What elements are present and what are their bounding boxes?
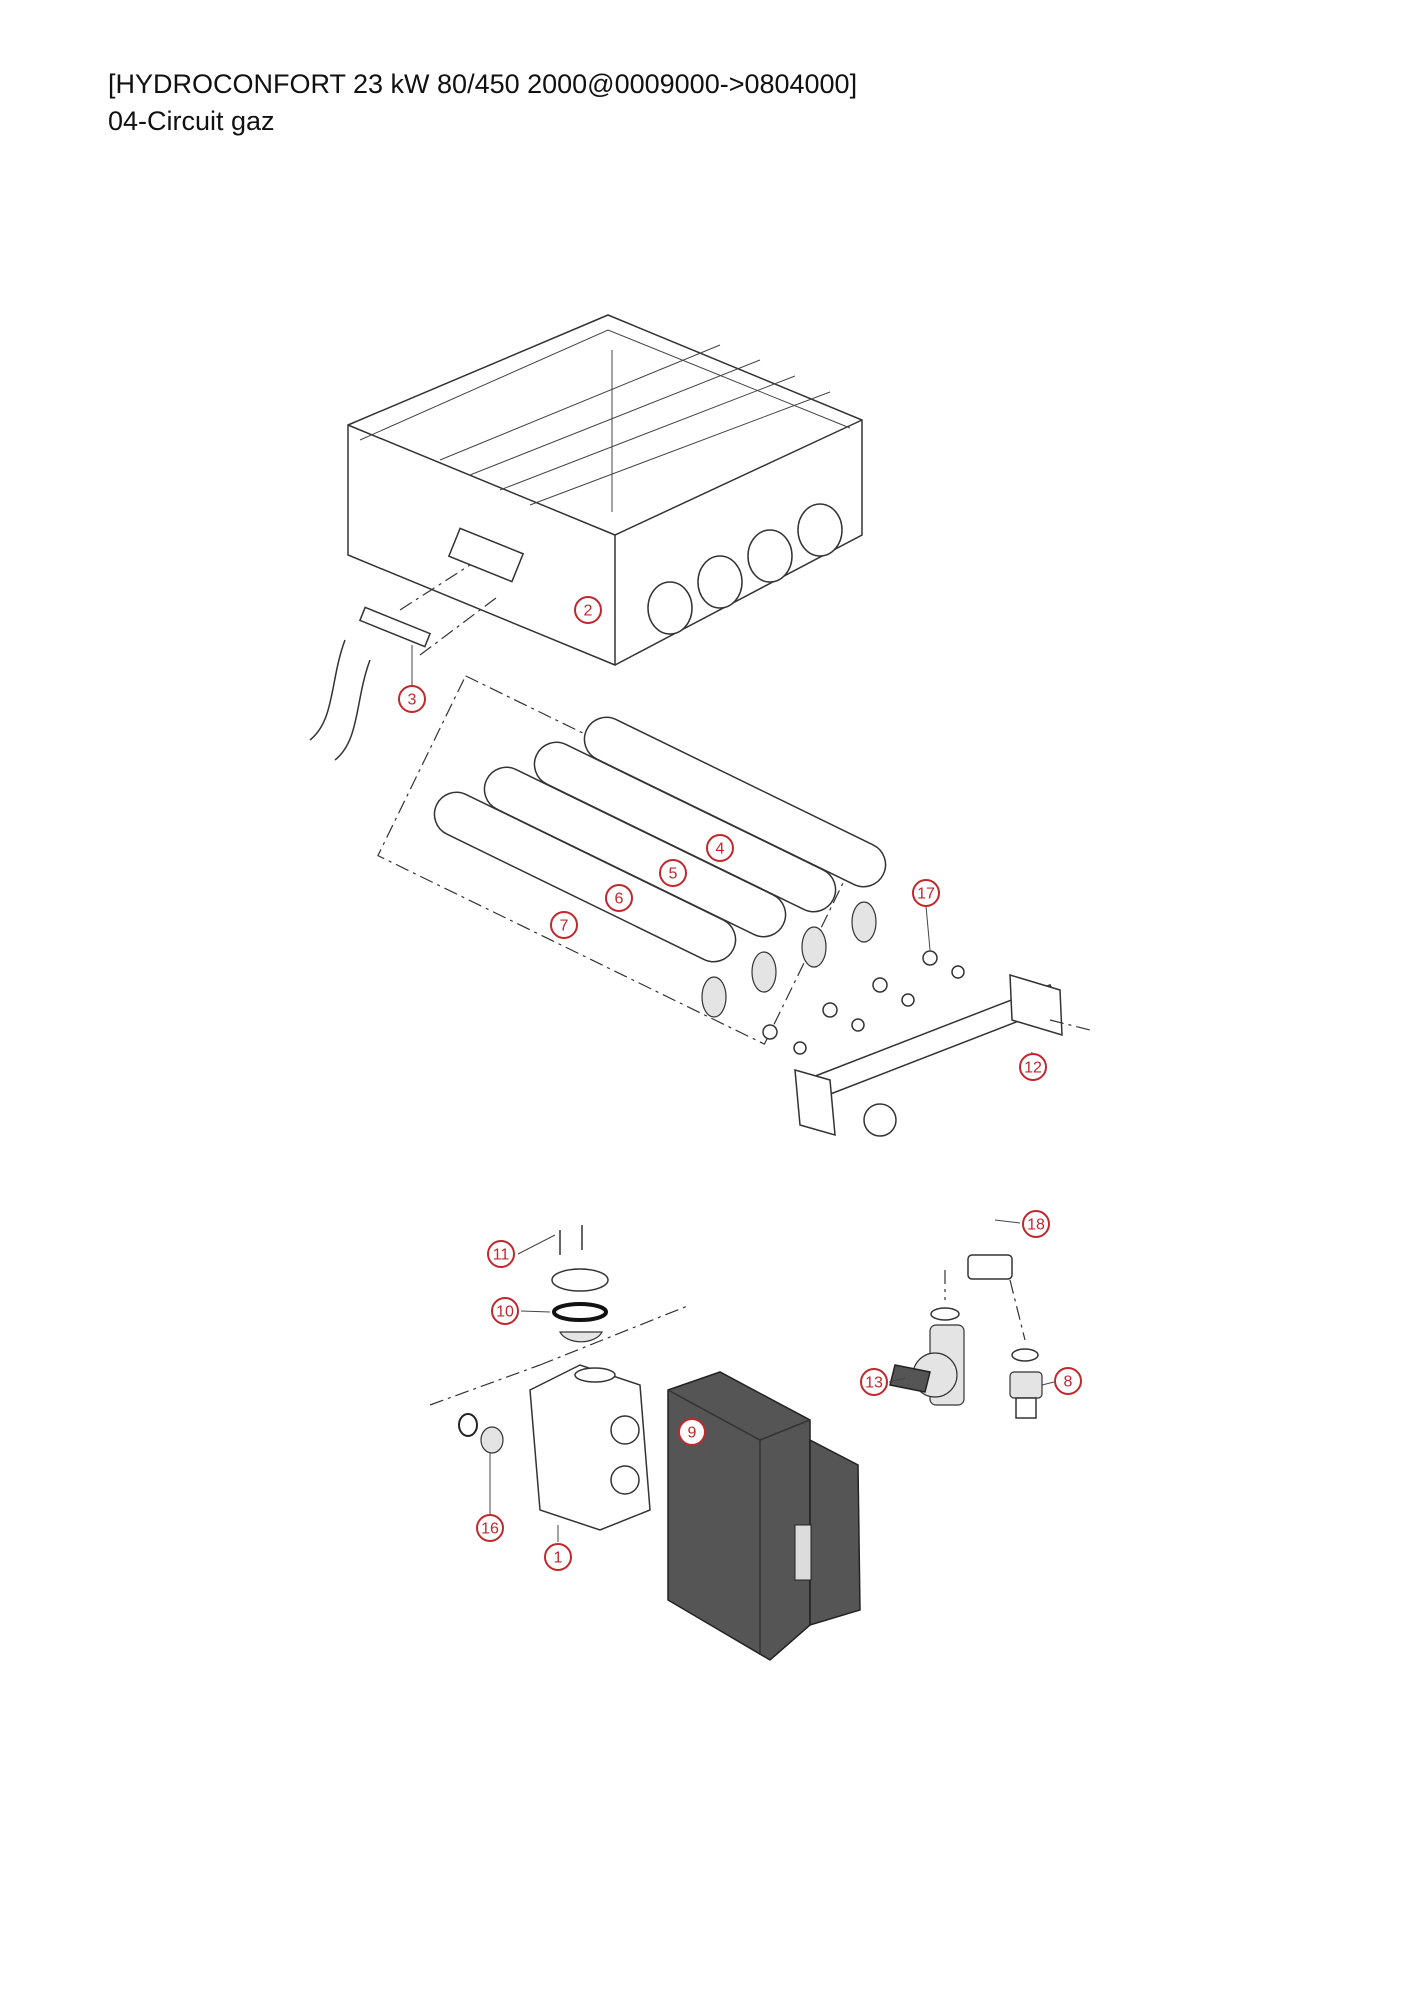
callout-16: 16 bbox=[476, 1514, 504, 1542]
callout-1-text: 1 bbox=[554, 1550, 563, 1567]
callout-17-text: 17 bbox=[917, 886, 935, 903]
callout-18-text: 18 bbox=[1027, 1217, 1045, 1234]
gas-manifold bbox=[794, 973, 1091, 1137]
callout-4-text: 4 bbox=[716, 841, 725, 858]
callout-4: 4 bbox=[706, 834, 734, 862]
combustion-chamber bbox=[347, 314, 863, 666]
callout-5: 5 bbox=[659, 859, 687, 887]
callout-3-text: 3 bbox=[408, 692, 417, 709]
callout-11-text: 11 bbox=[493, 1247, 510, 1264]
gas-inlet-fitting bbox=[1009, 1279, 1043, 1419]
ignition-electrode bbox=[309, 564, 501, 761]
callout-9: 9 bbox=[678, 1418, 706, 1446]
callout-2: 2 bbox=[574, 596, 602, 624]
callout-7: 7 bbox=[550, 911, 578, 939]
callout-8-text: 8 bbox=[1064, 1374, 1073, 1391]
gas-cock bbox=[889, 1270, 965, 1406]
callout-17: 17 bbox=[912, 879, 940, 907]
page-title: [HYDROCONFORT 23 kW 80/450 2000@0009000-… bbox=[108, 69, 858, 99]
callout-10: 10 bbox=[491, 1297, 519, 1325]
gas-supply-pipe bbox=[576, 1164, 1013, 1280]
callout-5-text: 5 bbox=[669, 866, 678, 883]
callout-16-text: 16 bbox=[481, 1521, 499, 1538]
callout-labels: 2 3 4 5 6 7 17 12 18 11 10 13 8 9 16 1 bbox=[398, 596, 1082, 1571]
callout-1: 1 bbox=[544, 1543, 572, 1571]
callout-12: 12 bbox=[1019, 1053, 1047, 1081]
callout-13-text: 13 bbox=[865, 1375, 883, 1392]
callout-9-text: 9 bbox=[688, 1425, 697, 1442]
page-subtitle: 04-Circuit gaz bbox=[108, 106, 275, 136]
control-box bbox=[667, 1371, 861, 1661]
callout-leaders bbox=[411, 685, 1055, 1542]
callout-12-text: 12 bbox=[1024, 1060, 1042, 1077]
callout-18: 18 bbox=[1022, 1210, 1050, 1238]
callout-8: 8 bbox=[1054, 1367, 1082, 1395]
callout-10-text: 10 bbox=[496, 1304, 514, 1321]
callout-6-text: 6 bbox=[615, 891, 624, 908]
burner-ramps bbox=[377, 675, 887, 1045]
injectors bbox=[762, 950, 965, 1055]
flange-and-seal bbox=[551, 1225, 609, 1343]
callout-13: 13 bbox=[860, 1368, 888, 1396]
callout-3: 3 bbox=[398, 685, 426, 713]
callout-7-text: 7 bbox=[560, 918, 569, 935]
callout-11: 11 bbox=[487, 1240, 515, 1268]
callout-2-text: 2 bbox=[584, 603, 593, 620]
callout-6: 6 bbox=[605, 884, 633, 912]
gas-valve bbox=[429, 1304, 691, 1540]
